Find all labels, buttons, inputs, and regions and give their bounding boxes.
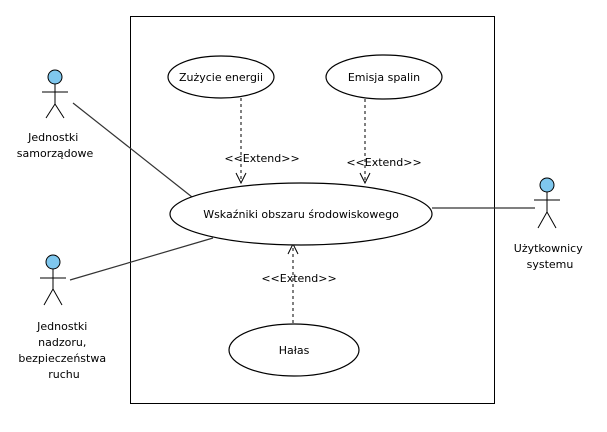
actor-local-gov-label: Jednostki samorządowe [17,131,94,160]
use-case-emission[interactable]: Emisja spalin [325,54,443,100]
actor-users-head [539,177,555,193]
use-case-emission-label: Emisja spalin [348,71,420,84]
use-case-energy[interactable]: Zużycie energii [167,55,275,99]
system-boundary [130,16,495,404]
actor-users-label: Użytkownicy systemu [514,242,586,271]
use-case-noise-label: Hałas [279,344,310,357]
association-supervision [69,237,214,281]
use-case-energy-label: Zużycie energii [179,71,263,84]
actor-users[interactable]: Użytkownicy systemu [514,177,586,271]
actor-local-gov-head [47,69,63,85]
extend-label-emission: <<Extend>> [346,156,421,169]
association-local-gov [72,102,193,198]
use-case-main-label: Wskaźniki obszaru środowiskowego [203,208,399,221]
actor-supervision-head [45,254,61,270]
extend-label-noise: <<Extend>> [261,272,336,285]
actor-supervision-label: Jednostki nadzoru, bezpieczeństwa ruchu [18,320,109,381]
actor-local-gov[interactable]: Jednostki samorządowe [17,69,94,160]
actor-supervision[interactable]: Jednostki nadzoru, bezpieczeństwa ruchu [18,254,109,381]
use-case-noise[interactable]: Hałas [228,323,360,377]
use-case-main[interactable]: Wskaźniki obszaru środowiskowego [169,182,433,246]
extend-label-energy: <<Extend>> [224,152,299,165]
